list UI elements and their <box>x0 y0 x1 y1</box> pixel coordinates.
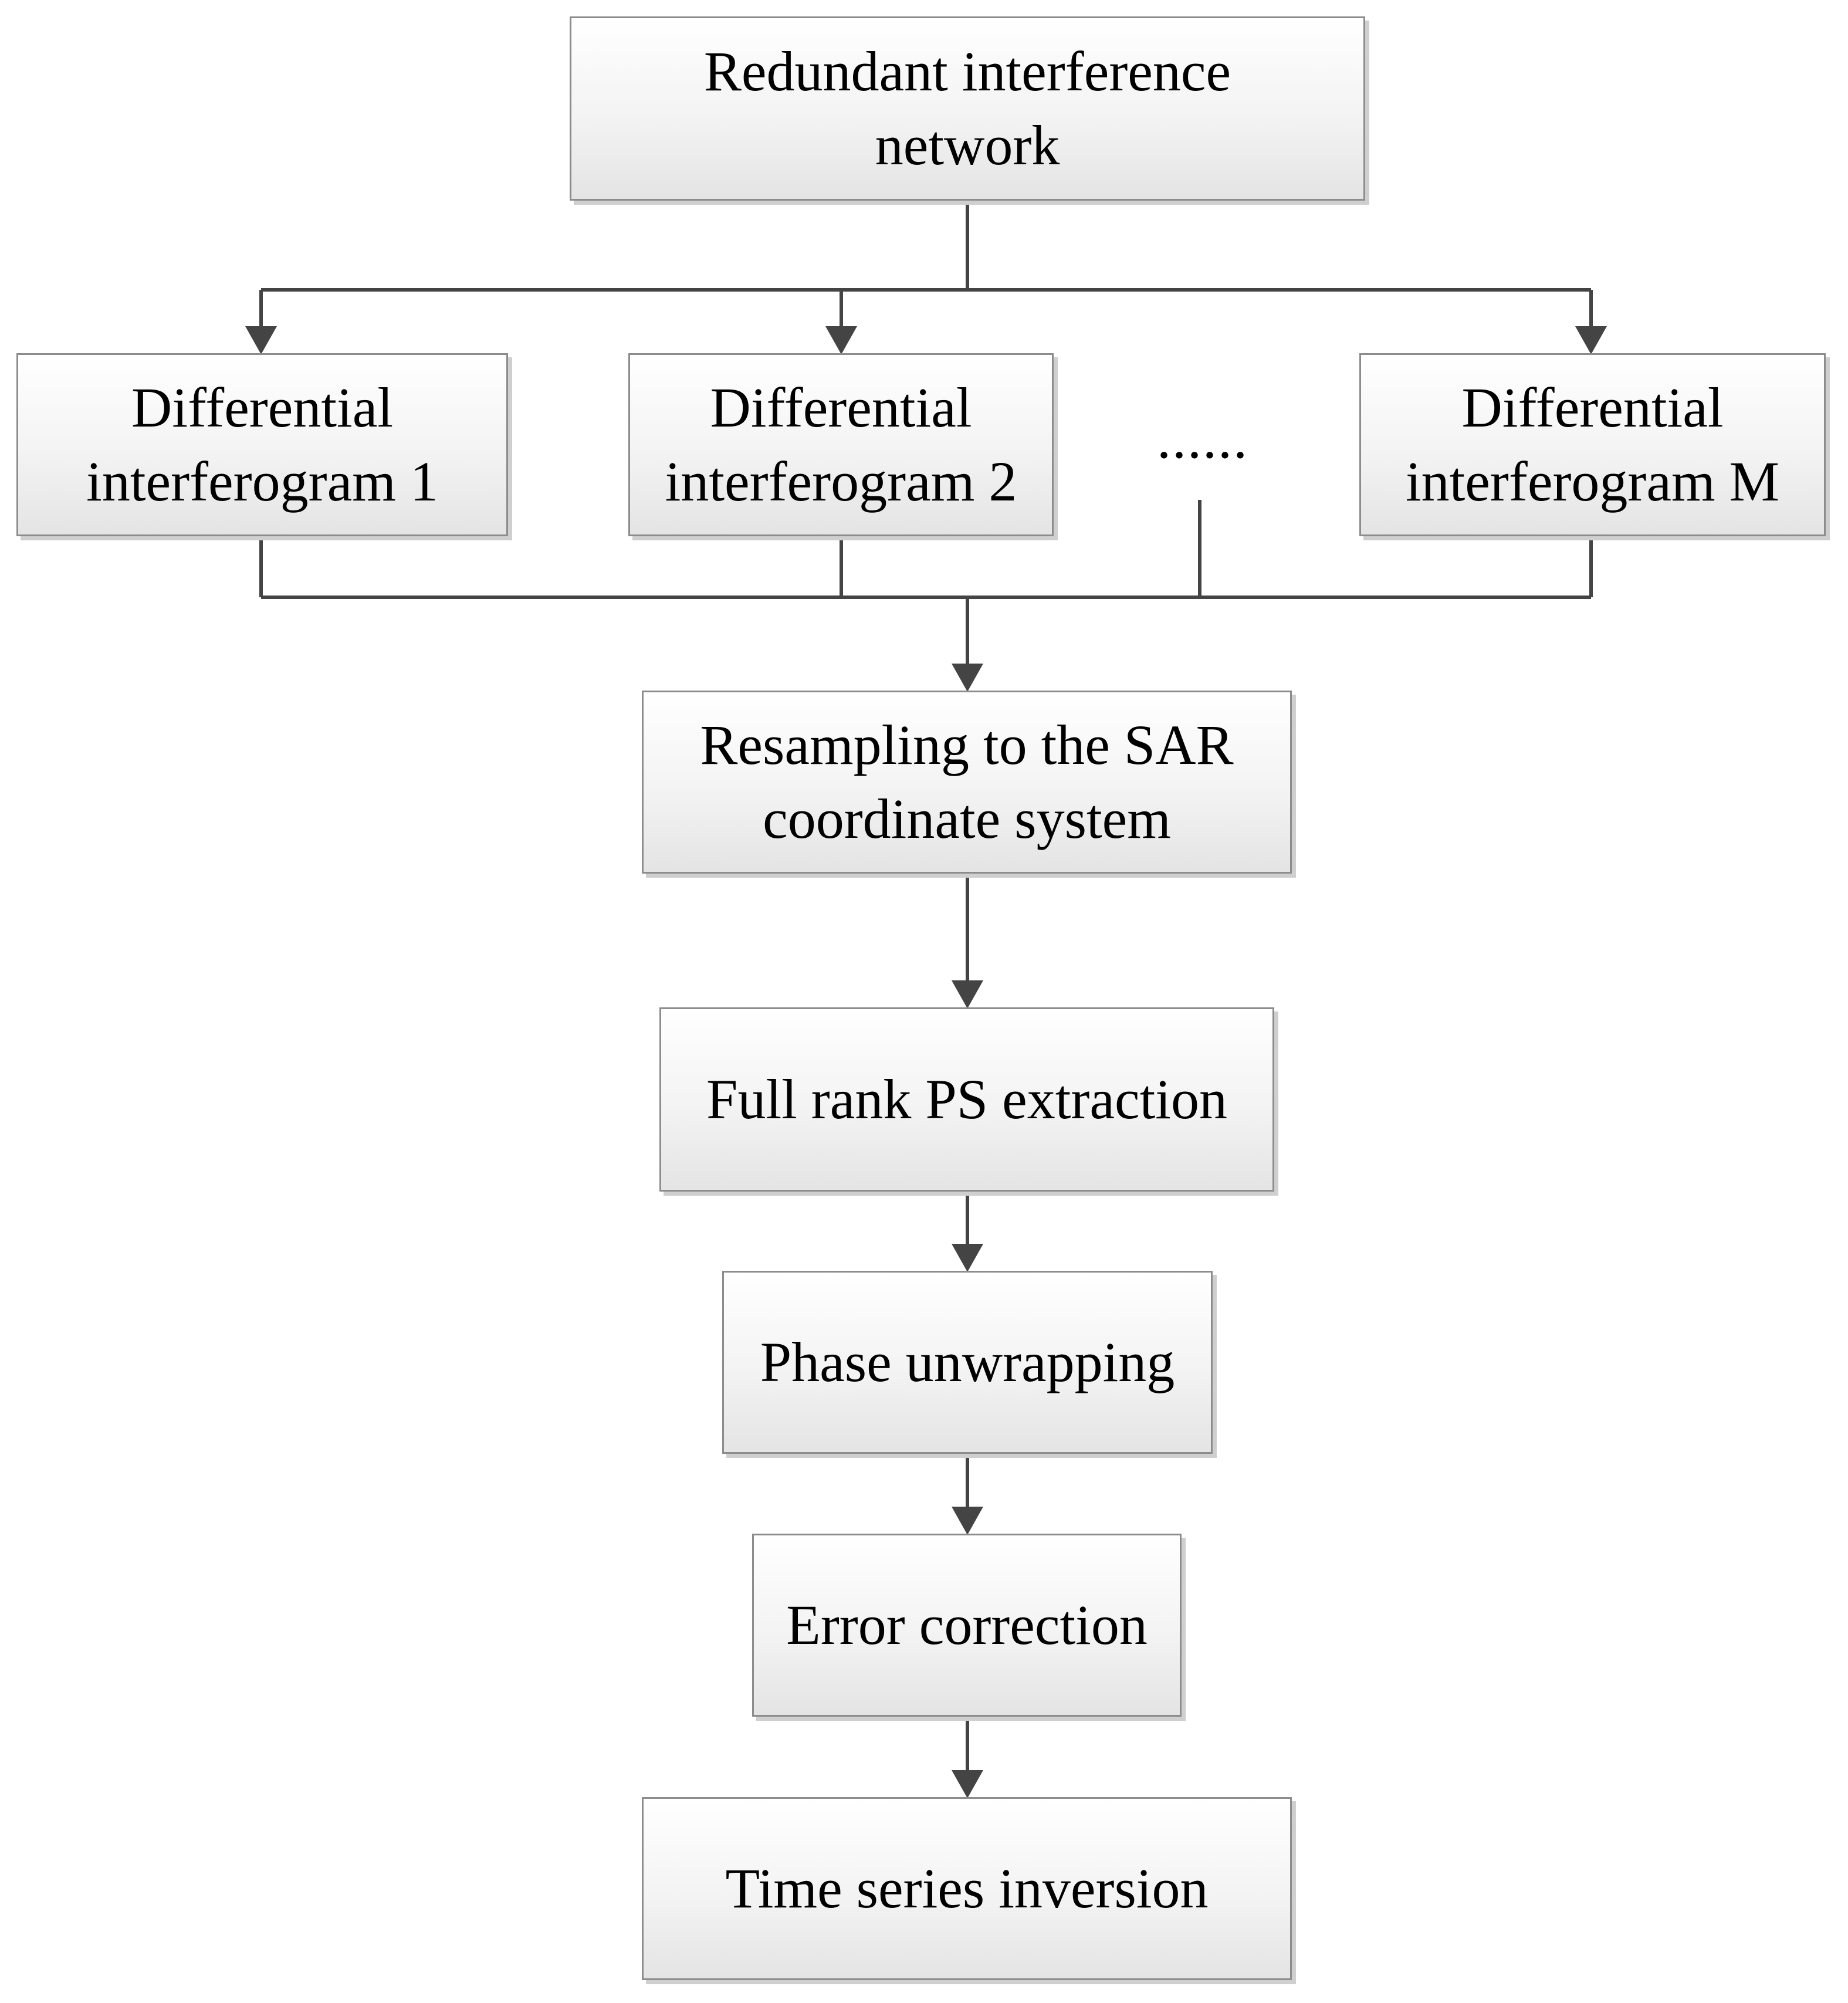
ellipsis-more-interferograms: ...... <box>1157 407 1248 470</box>
node-differential-interferogram-m: Differential interferogram M <box>1359 353 1826 536</box>
node-differential-interferogram-2: Differential interferogram 2 <box>628 353 1054 536</box>
node-redundant-interference-network: Redundant interference network <box>570 16 1365 201</box>
arrowhead-diff-m <box>1575 326 1607 354</box>
node-phase-unwrapping: Phase unwrapping <box>722 1271 1213 1454</box>
node-full-rank-ps-extraction: Full rank PS extraction <box>659 1007 1274 1192</box>
arrowhead-time <box>952 1770 983 1798</box>
node-error-correction: Error correction <box>752 1534 1182 1717</box>
arrowhead-phase <box>952 1244 983 1272</box>
arrowhead-resampling <box>952 664 983 692</box>
node-time-series-inversion: Time series inversion <box>642 1797 1292 1980</box>
arrowhead-diff-1 <box>245 326 277 354</box>
node-resampling: Resampling to the SAR coordinate system <box>642 691 1292 874</box>
arrowhead-full-rank <box>952 980 983 1009</box>
node-differential-interferogram-1: Differential interferogram 1 <box>16 353 508 536</box>
arrowhead-diff-2 <box>825 326 857 354</box>
arrowhead-error <box>952 1507 983 1535</box>
